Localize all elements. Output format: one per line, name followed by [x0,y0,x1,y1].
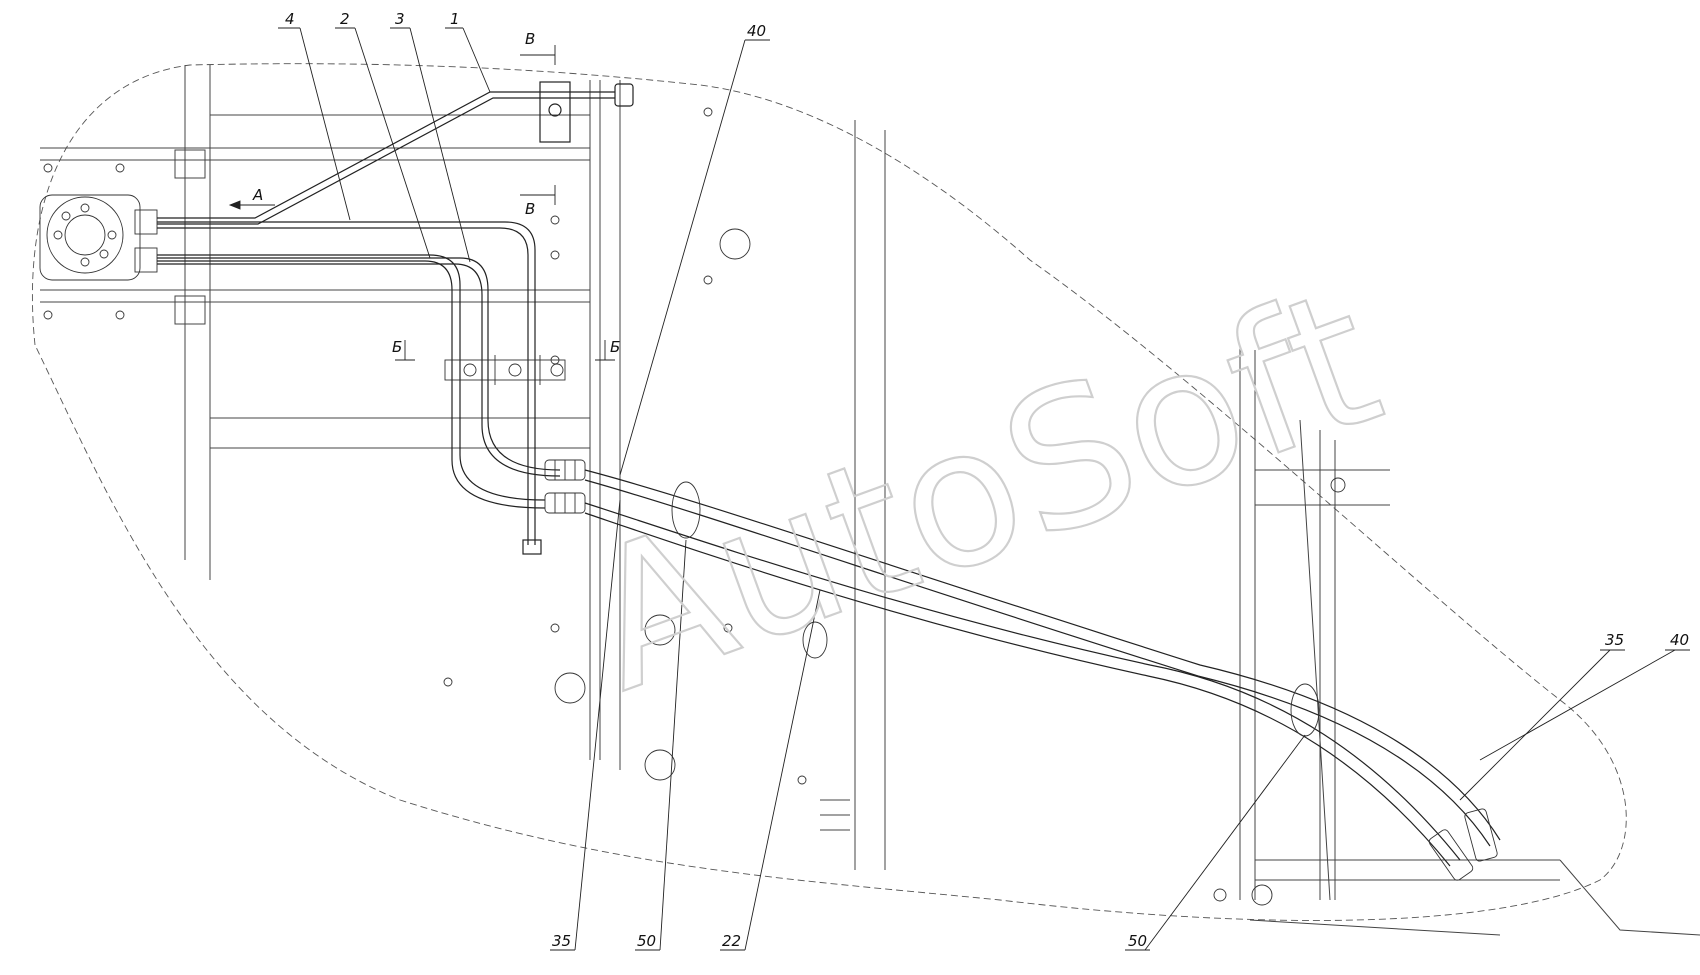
callout-40-right: 40 [1670,631,1689,649]
pipe-3 [157,257,561,477]
pipe-2 [157,254,546,509]
hydraulic-unit [39,194,158,281]
section-v-top: В [525,30,535,48]
watermark: AutoSoft [562,247,1404,734]
hose-35 [584,502,1461,867]
callout-22-bottom: 22 [722,932,741,950]
callout-4: 4 [285,10,295,28]
callout-35-bottom: 35 [552,932,571,950]
pipe-1 [157,81,634,225]
section-v-mid: В [525,200,535,218]
callout-50-bottom: 50 [637,932,656,950]
hose-clamp-right [1290,683,1320,737]
callout-3: 3 [395,10,405,28]
section-markers [228,45,615,361]
right-fittings [1428,808,1498,881]
section-b-left: Б [392,338,402,356]
pipe-clamp [444,355,566,385]
section-b-right: Б [610,338,620,356]
hose-clamp-left [671,481,701,539]
leader-lines [278,27,1690,951]
frame-structure [40,65,1700,936]
callout-2: 2 [340,10,350,28]
callout-50-right: 50 [1128,932,1147,950]
callout-35-right: 35 [1605,631,1624,649]
callout-1: 1 [450,10,460,28]
hose-fittings [544,459,586,514]
section-a-arrow: А [252,186,263,204]
callout-40-top: 40 [747,22,766,40]
frame-holes [43,107,1346,906]
pipe-4 [157,221,542,555]
